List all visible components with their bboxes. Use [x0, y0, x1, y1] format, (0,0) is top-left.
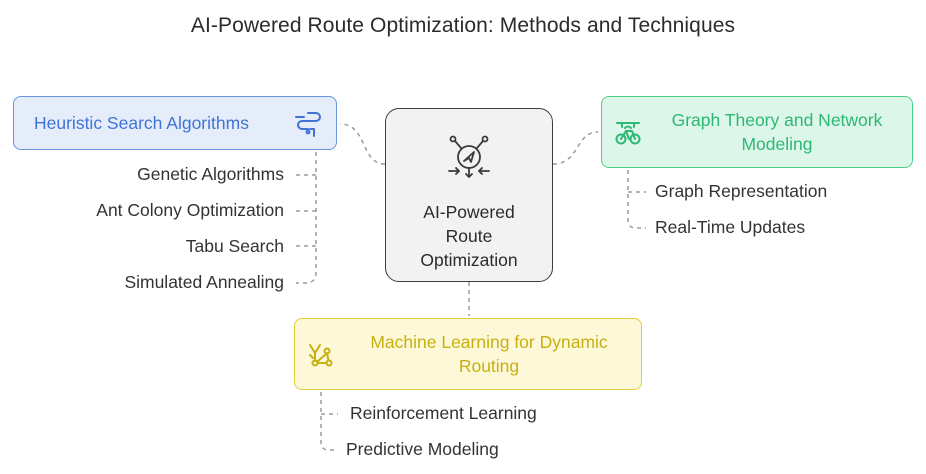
- heuristic-item-simulated-annealing: Simulated Annealing: [124, 272, 284, 292]
- diagram-title: AI-Powered Route Optimization: Methods a…: [190, 14, 736, 37]
- connector-graph-spine: [627, 170, 646, 229]
- heuristic-search-node[interactable]: Heuristic Search Algorithms: [13, 96, 337, 150]
- heuristic-search-label: Heuristic Search Algorithms: [34, 112, 249, 133]
- graph-theory-label-line2: Modeling: [741, 134, 813, 154]
- heuristic-item-ant-colony: Ant Colony Optimization: [96, 200, 284, 220]
- connector-ml-spine: [320, 392, 338, 451]
- machine-learning-label: Machine Learning for Dynamic Routing: [343, 330, 635, 378]
- central-topic-line3: Optimization: [420, 250, 518, 270]
- route-path-icon: [292, 110, 322, 143]
- bicycle-meter-icon: [614, 119, 642, 152]
- graph-item-realtime: Real-Time Updates: [655, 217, 806, 237]
- central-topic-line1: AI-Powered: [423, 202, 515, 222]
- central-topic-label: AI-Powered Route Optimization: [420, 200, 517, 272]
- connector-center-graph: [552, 131, 599, 165]
- graph-theory-node[interactable]: Graph Theory and Network Modeling: [601, 96, 913, 168]
- ml-item-predictive: Predictive Modeling: [346, 439, 499, 459]
- heuristic-item-genetic: Genetic Algorithms: [137, 164, 284, 184]
- connector-center-heuristic: [339, 123, 386, 165]
- navigation-compass-icon: [445, 133, 493, 186]
- graph-item-representation: Graph Representation: [655, 181, 828, 201]
- machine-learning-label-line2: Routing: [458, 356, 520, 376]
- machine-learning-node[interactable]: Machine Learning for Dynamic Routing: [294, 318, 642, 390]
- ml-item-reinforcement: Reinforcement Learning: [350, 403, 537, 423]
- machine-learning-label-line1: Machine Learning for Dynamic: [370, 332, 608, 352]
- heuristic-item-tabu: Tabu Search: [185, 236, 284, 256]
- connector-heuristic-spine: [296, 152, 317, 284]
- network-graph-icon: [307, 341, 335, 374]
- central-topic-line2: Route: [445, 226, 493, 246]
- graph-theory-label-line1: Graph Theory and Network: [671, 110, 883, 130]
- graph-theory-label: Graph Theory and Network Modeling: [650, 108, 904, 156]
- central-topic-node[interactable]: AI-Powered Route Optimization: [385, 108, 553, 282]
